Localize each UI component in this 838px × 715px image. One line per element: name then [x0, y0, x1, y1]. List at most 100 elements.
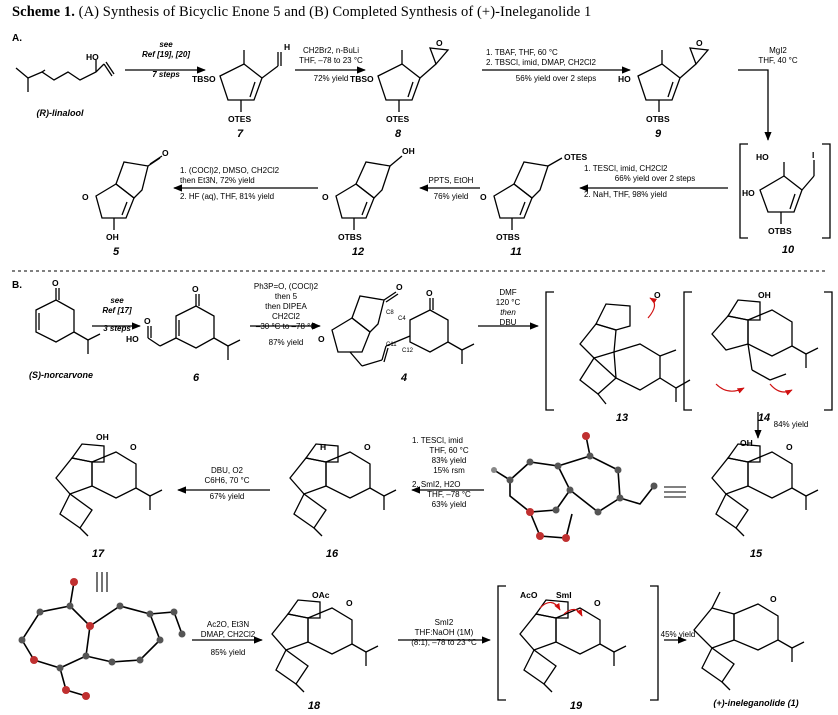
compound-7-structure [219, 50, 282, 112]
label-i-10: I [812, 150, 814, 160]
label-compound-18: 18 [307, 700, 321, 712]
label-o-4c: O [318, 334, 325, 344]
label-c8: C8 [386, 310, 394, 316]
conditions-b2: Ph3P=O, (COCl)2 then 5 then DIPEA CH2Cl2… [253, 282, 319, 347]
label-o-norcarvone: O [52, 278, 59, 288]
conditions-a4: MgI2 THF, 40 °C [758, 46, 798, 65]
label-o-5-ring: O [82, 192, 89, 202]
compound-9-structure [637, 47, 710, 112]
caption-label: Scheme 1. [12, 4, 75, 20]
label-compound-17: 17 [91, 548, 105, 560]
label-ho-10b: HO [742, 188, 755, 198]
conditions-b9: 45% yield [660, 630, 696, 639]
compound-6-structure [147, 294, 241, 360]
label-oh-14: OH [758, 290, 771, 300]
conditions-b4: 84% yield [773, 420, 809, 429]
equivalence-sign [664, 486, 686, 498]
label-o-9: O [696, 38, 703, 48]
compound-10-structure [739, 143, 831, 239]
compound-16-structure [289, 443, 397, 537]
compound-11-structure [493, 157, 563, 230]
conditions-a7: 1. (COCl)2, DMSO, CH2Cl2 then Et3N, 72% … [180, 166, 280, 201]
conditions-b8: SmI2 THF:NaOH (1M) (8:1), –78 to 23 °C [411, 618, 477, 647]
label-c11: C11 [386, 342, 397, 348]
conditions-b3: DMF 120 °C then DBU [495, 288, 521, 327]
label-oh-17: OH [96, 432, 109, 442]
label-compound-7: 7 [236, 128, 244, 140]
label-compound-19: 19 [569, 700, 583, 712]
compound-5-structure [95, 155, 163, 230]
label-otbs-9: OTBS [646, 114, 670, 124]
label-o-17: O [130, 442, 137, 452]
atom-labels: HO TBSO OTES H TBSO OTES O HO OTBS O HO … [52, 38, 814, 608]
compound-18-structure [271, 599, 379, 693]
norcarvone-structure [35, 288, 101, 354]
label-compound-14: 14 [757, 412, 771, 424]
carbon-numbers: C8 C11 C4 C12 [386, 310, 414, 354]
label-o-19: O [594, 598, 601, 608]
label-ho-6: HO [126, 334, 139, 344]
compound-12-structure [335, 155, 403, 230]
label-smi2-19: SmI [556, 590, 572, 600]
label-compound-12: 12 [351, 246, 365, 258]
equivalence-vertical [96, 572, 108, 592]
label-o-6: O [192, 284, 199, 294]
label-o-8: O [436, 38, 443, 48]
compound-17-structure [55, 443, 163, 537]
label-o-18: O [346, 598, 353, 608]
label-oac-18: OAc [312, 590, 330, 600]
label-compound-11: 11 [510, 246, 522, 258]
label-o-15: O [786, 442, 793, 452]
label-compound-9: 9 [654, 128, 662, 140]
conditions-a2: CH2Br2, n-BuLi THF, –78 to 23 °C 72% yie… [299, 46, 363, 83]
arrow-a4 [738, 69, 772, 141]
label-ho-9: HO [618, 74, 631, 84]
label-compound-13: 13 [615, 412, 629, 424]
label-o-4b: O [426, 288, 433, 298]
compound-14-structure [683, 291, 833, 411]
conditions-b7: Ac2O, Et3N DMAP, CH2Cl2 85% yield [200, 620, 256, 657]
label-tbso-8: TBSO [350, 74, 374, 84]
label-compound-10: 10 [781, 244, 795, 256]
compound-19-structure [497, 585, 659, 701]
label-compound-4: 4 [400, 372, 408, 384]
crystal-structure-15 [493, 435, 655, 539]
label-compound-15: 15 [749, 548, 763, 560]
label-ineleganolide: (+)-ineleganolide (1) [713, 698, 799, 708]
label-otes-8: OTES [386, 114, 409, 124]
label-norcarvone: (S)-norcarvone [28, 370, 93, 380]
label-ho-linalool: HO [86, 52, 99, 62]
label-tbso-7: TBSO [192, 74, 216, 84]
label-oh-15: OH [740, 438, 753, 448]
compound-8-structure [377, 47, 450, 112]
crystal-atoms-15 [491, 432, 658, 542]
label-aco-19: AcO [520, 590, 538, 600]
label-o-6b: O [144, 316, 151, 326]
crystal-atoms-17 [18, 578, 186, 700]
section-b-label: B. [12, 280, 22, 291]
label-oh-5: OH [106, 232, 119, 242]
compound-13-structure [545, 291, 691, 411]
compound-4-structure [331, 291, 475, 367]
label-o-5: O [162, 148, 169, 158]
label-o-11: O [480, 192, 487, 202]
conditions-b1: see Ref [17] 3 steps [102, 296, 132, 333]
linalool-structure [15, 60, 115, 92]
label-ho-10a: HO [756, 152, 769, 162]
label-o-4a: O [396, 282, 403, 292]
section-a-label: A. [12, 33, 22, 44]
label-compound-5: 5 [112, 246, 120, 258]
label-c12: C12 [402, 348, 414, 354]
label-h-16: H [320, 442, 326, 452]
label-linalool: (R)-linalool [36, 108, 84, 118]
label-c4: C4 [398, 316, 406, 322]
label-oh-12: OH [402, 146, 415, 156]
label-o-ineleganolide: O [770, 594, 777, 604]
conditions-a1: see Ref [19], [20] 7 steps [141, 40, 190, 79]
mechanism-arrows [539, 297, 793, 617]
label-otes-11: OTES [564, 152, 587, 162]
label-otes-7: OTES [228, 114, 251, 124]
label-compound-16: 16 [325, 548, 339, 560]
